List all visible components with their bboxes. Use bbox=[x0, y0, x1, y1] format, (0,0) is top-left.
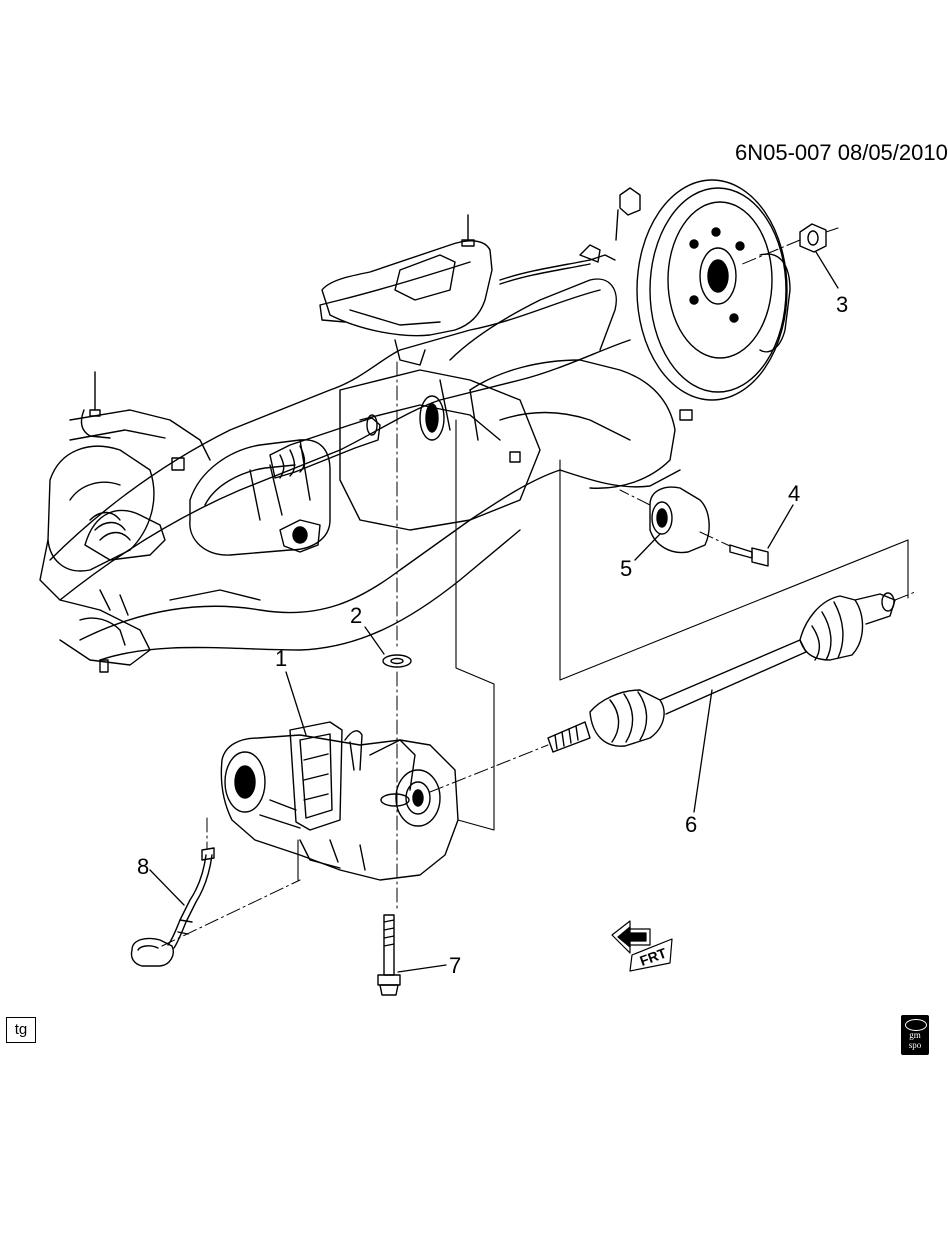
gm-logo-line-1: gm bbox=[909, 1030, 921, 1040]
callout-5: 5 bbox=[620, 556, 633, 581]
rear-cradle-subframe bbox=[39, 214, 693, 673]
front-direction-arrow-icon: FRT bbox=[611, 920, 673, 972]
callout-3: 3 bbox=[836, 292, 849, 317]
gm-logo-line-2: spo bbox=[908, 1040, 922, 1050]
callout-2: 2 bbox=[350, 603, 363, 628]
footer-tag: tg bbox=[6, 1017, 36, 1043]
part-3-hub-nut bbox=[799, 223, 827, 253]
part-8-vent-hose bbox=[130, 847, 215, 967]
routing-lines bbox=[297, 419, 909, 881]
gm-logo-oval bbox=[905, 1019, 927, 1031]
part-7-bolt bbox=[377, 914, 401, 996]
part-4-mount-bolt bbox=[729, 544, 769, 567]
diagram-document-id: 6N05-007 08/05/2010 bbox=[735, 140, 948, 165]
callout-leader-lines bbox=[149, 251, 839, 973]
callout-6: 6 bbox=[685, 812, 698, 837]
gm-spo-logo: gm spo bbox=[901, 1015, 929, 1055]
part-6-half-shaft bbox=[547, 592, 896, 753]
brake-rotor-hub bbox=[615, 179, 791, 401]
gm-logo-text: gm spo bbox=[901, 1030, 929, 1050]
callout-4: 4 bbox=[788, 481, 801, 506]
callout-8: 8 bbox=[137, 854, 150, 879]
callout-7: 7 bbox=[449, 953, 462, 978]
part-1-rear-drive-module bbox=[220, 721, 459, 881]
part-2-washer bbox=[382, 654, 412, 668]
part-5-mount-bushing bbox=[649, 486, 710, 554]
callout-1: 1 bbox=[275, 646, 288, 671]
assembly-center-lines bbox=[161, 227, 916, 947]
